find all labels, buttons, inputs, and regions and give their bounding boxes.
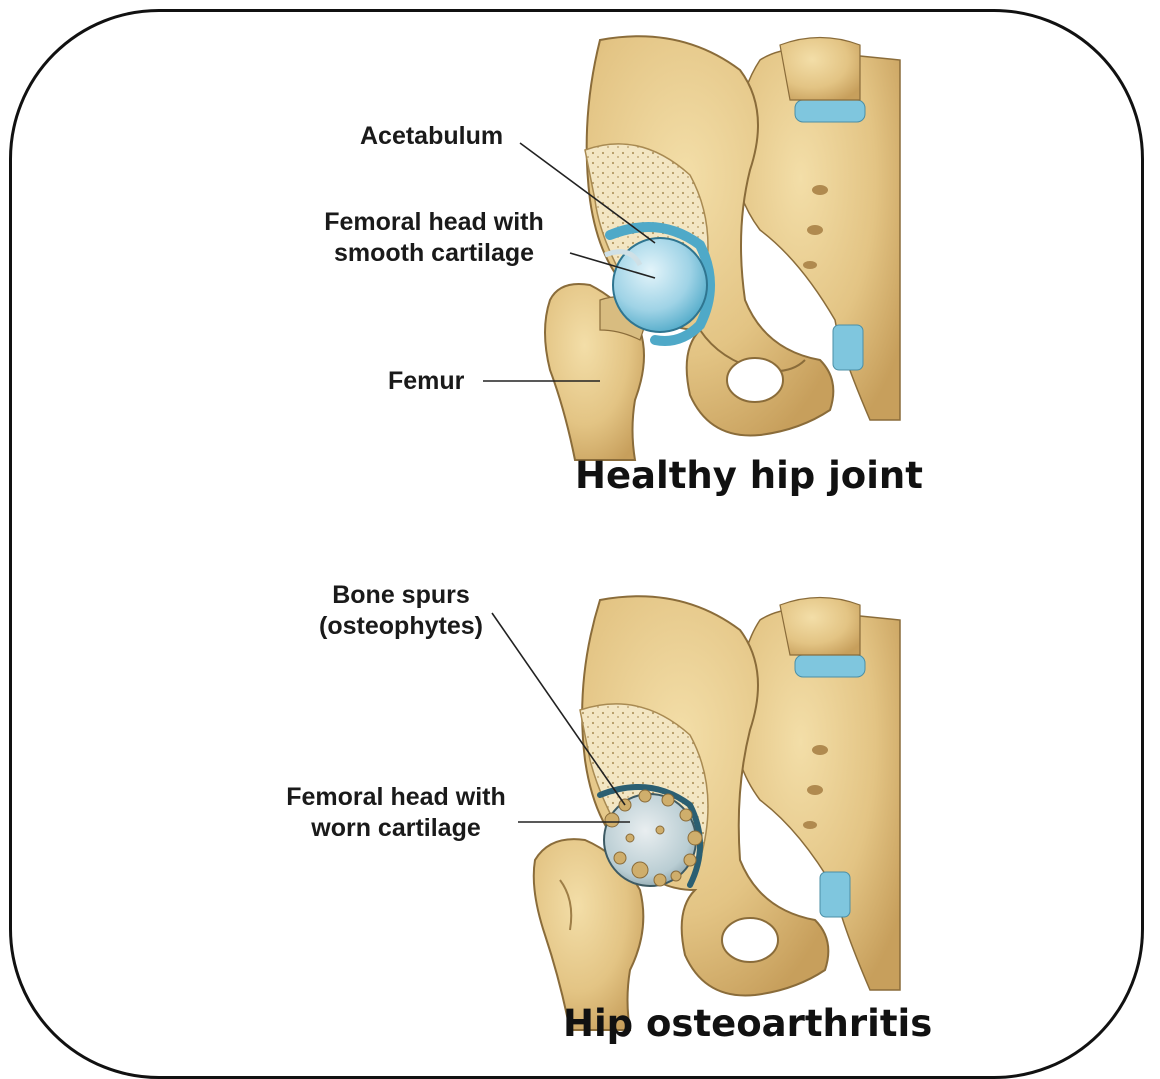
healthy-hip-drawing (545, 36, 900, 460)
title-hip-osteoarthritis: Hip osteoarthritis (563, 1002, 932, 1045)
label-femoral-head-line1: Femoral head with (303, 207, 565, 238)
title-healthy-hip-joint: Healthy hip joint (575, 454, 923, 497)
label-femoral-head-worn-line2: worn cartilage (270, 813, 522, 844)
label-femoral-head-line2: smooth cartilage (303, 238, 565, 269)
arthritic-hip-drawing (534, 596, 900, 1030)
femoral-head-worn (604, 794, 696, 886)
label-bone-spurs-line2: (osteophytes) (312, 611, 490, 642)
label-bone-spurs: Bone spurs (osteophytes) (312, 580, 490, 642)
label-femoral-head-worn: Femoral head with worn cartilage (270, 782, 522, 844)
label-acetabulum: Acetabulum (360, 121, 503, 152)
label-femur: Femur (388, 366, 464, 397)
label-femoral-head-smooth: Femoral head with smooth cartilage (303, 207, 565, 269)
label-femoral-head-worn-line1: Femoral head with (270, 782, 522, 813)
label-bone-spurs-line1: Bone spurs (312, 580, 490, 611)
